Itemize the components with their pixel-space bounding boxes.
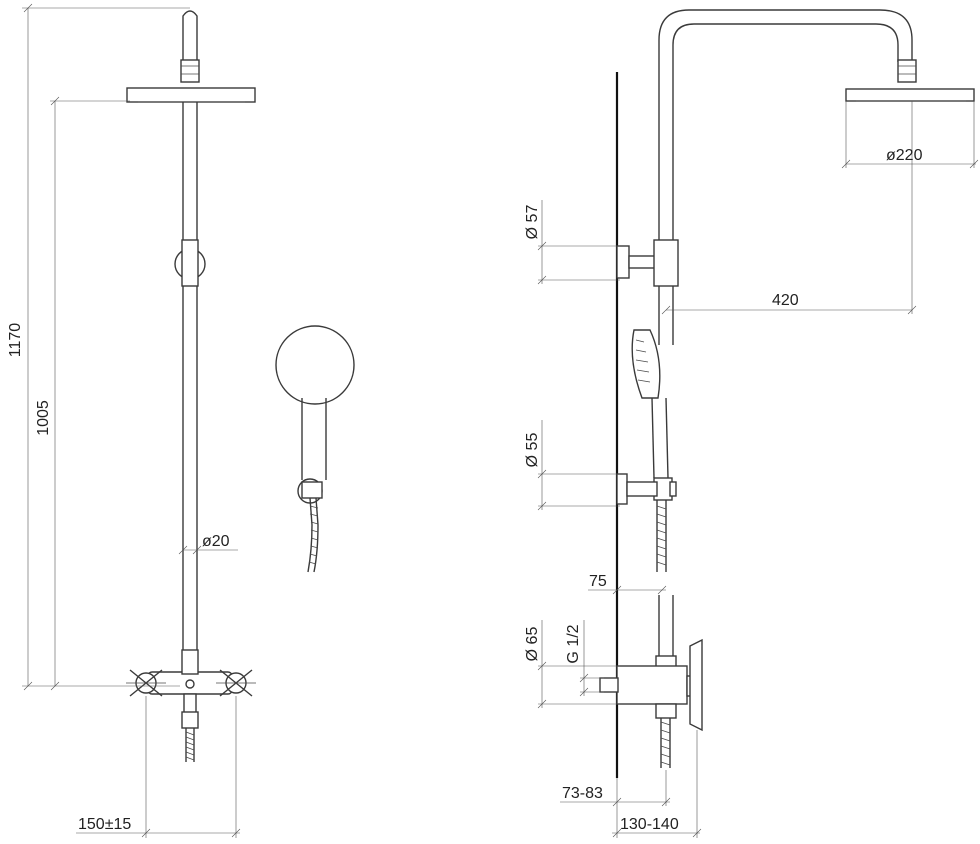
thread-label: G 1/2	[565, 624, 582, 663]
offset-range-label: 73-83	[562, 785, 603, 802]
gap-label: 75	[589, 573, 607, 590]
mixer-diameter-label: Ø 65	[524, 627, 541, 662]
bracket-upper-diameter-label: Ø 57	[524, 205, 541, 240]
front-hose	[185, 728, 195, 762]
side-view	[599, 9, 975, 778]
head-diameter-label: ø220	[886, 147, 923, 164]
bracket-lower-diameter-label: Ø 55	[524, 433, 541, 468]
side-hose-upper	[656, 500, 667, 572]
front-dimensions	[22, 3, 241, 838]
side-dimensions	[537, 101, 979, 838]
right-handle	[216, 669, 256, 697]
side-hose-lower	[660, 718, 671, 768]
height-to-head-label: 1005	[35, 400, 52, 436]
front-view	[126, 10, 256, 762]
rod-diameter-label: ø20	[202, 533, 230, 550]
hand-shower-side	[631, 329, 677, 501]
hand-shower-front	[275, 325, 355, 573]
left-handle	[126, 669, 166, 697]
arm-reach-label: 420	[772, 292, 799, 309]
projection-range-label: 130-140	[620, 816, 679, 833]
total-height-label: 1170	[7, 323, 24, 358]
mixer-spacing-label: 150±15	[78, 816, 131, 833]
